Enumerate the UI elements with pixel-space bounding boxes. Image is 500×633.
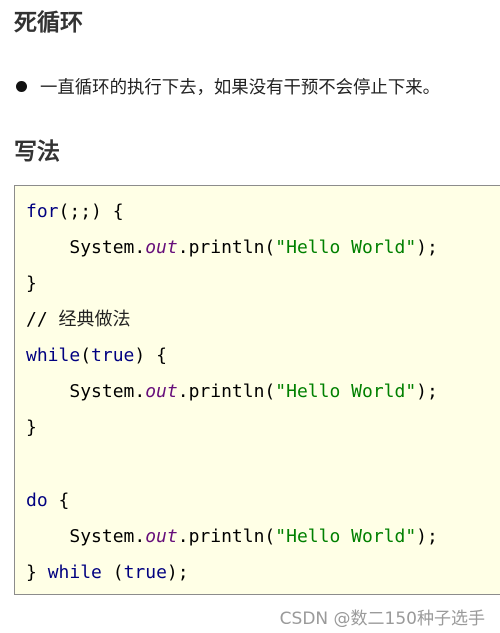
keyword-for: for	[26, 201, 59, 222]
comment-slash: //	[26, 309, 59, 330]
string-literal: "Hello World"	[275, 526, 417, 547]
code-token: .println(	[177, 526, 276, 547]
code-line: System.out.println("Hello World");	[26, 236, 438, 260]
code-line: System.out.println("Hello World");	[26, 380, 438, 404]
keyword-while: while	[47, 562, 102, 583]
code-token: );	[416, 237, 438, 258]
section-title-infinite-loop: 死循环	[14, 10, 83, 36]
code-comment-line: // 经典做法	[26, 308, 131, 332]
code-line: do {	[26, 489, 69, 513]
code-block: for(;;) { System.out.println("Hello Worl…	[14, 185, 500, 595]
bullet-dot-icon	[16, 80, 27, 92]
code-token: (;;) {	[58, 201, 124, 222]
code-token: (	[101, 562, 124, 583]
string-literal: "Hello World"	[275, 237, 417, 258]
code-line: } while (true);	[26, 561, 189, 585]
code-token: }	[26, 562, 48, 583]
watermark: CSDN @数二150种子选手	[279, 609, 485, 629]
section-title-syntax: 写法	[14, 139, 60, 165]
code-line: for(;;) {	[26, 200, 124, 224]
keyword-while: while	[26, 345, 81, 366]
code-indent	[26, 381, 69, 402]
field-out: out	[145, 237, 178, 258]
code-token: (	[80, 345, 92, 366]
code-token: .println(	[177, 237, 276, 258]
code-token: System.	[69, 381, 146, 402]
code-token: }	[26, 417, 37, 438]
keyword-true: true	[123, 562, 167, 583]
code-token: }	[26, 273, 37, 294]
code-token: System.	[69, 526, 146, 547]
code-indent	[26, 526, 69, 547]
field-out: out	[145, 381, 178, 402]
code-token: );	[416, 526, 438, 547]
keyword-do: do	[26, 490, 48, 511]
field-out: out	[145, 526, 178, 547]
code-token: );	[166, 562, 189, 583]
bullet-item: 一直循环的执行下去，如果没有干预不会停止下来。	[14, 75, 440, 98]
code-token: System.	[69, 237, 146, 258]
code-token: .println(	[177, 381, 276, 402]
string-literal: "Hello World"	[275, 381, 417, 402]
code-token: ) {	[134, 345, 167, 366]
bullet-text: 一直循环的执行下去，如果没有干预不会停止下来。	[40, 77, 440, 98]
code-indent	[26, 237, 69, 258]
code-line: while(true) {	[26, 344, 167, 368]
comment-text: 经典做法	[58, 309, 131, 330]
code-token: {	[47, 490, 70, 511]
code-token: );	[416, 381, 438, 402]
keyword-true: true	[91, 345, 135, 366]
code-line: }	[26, 272, 37, 296]
code-line: System.out.println("Hello World");	[26, 525, 438, 549]
code-line: }	[26, 416, 37, 440]
